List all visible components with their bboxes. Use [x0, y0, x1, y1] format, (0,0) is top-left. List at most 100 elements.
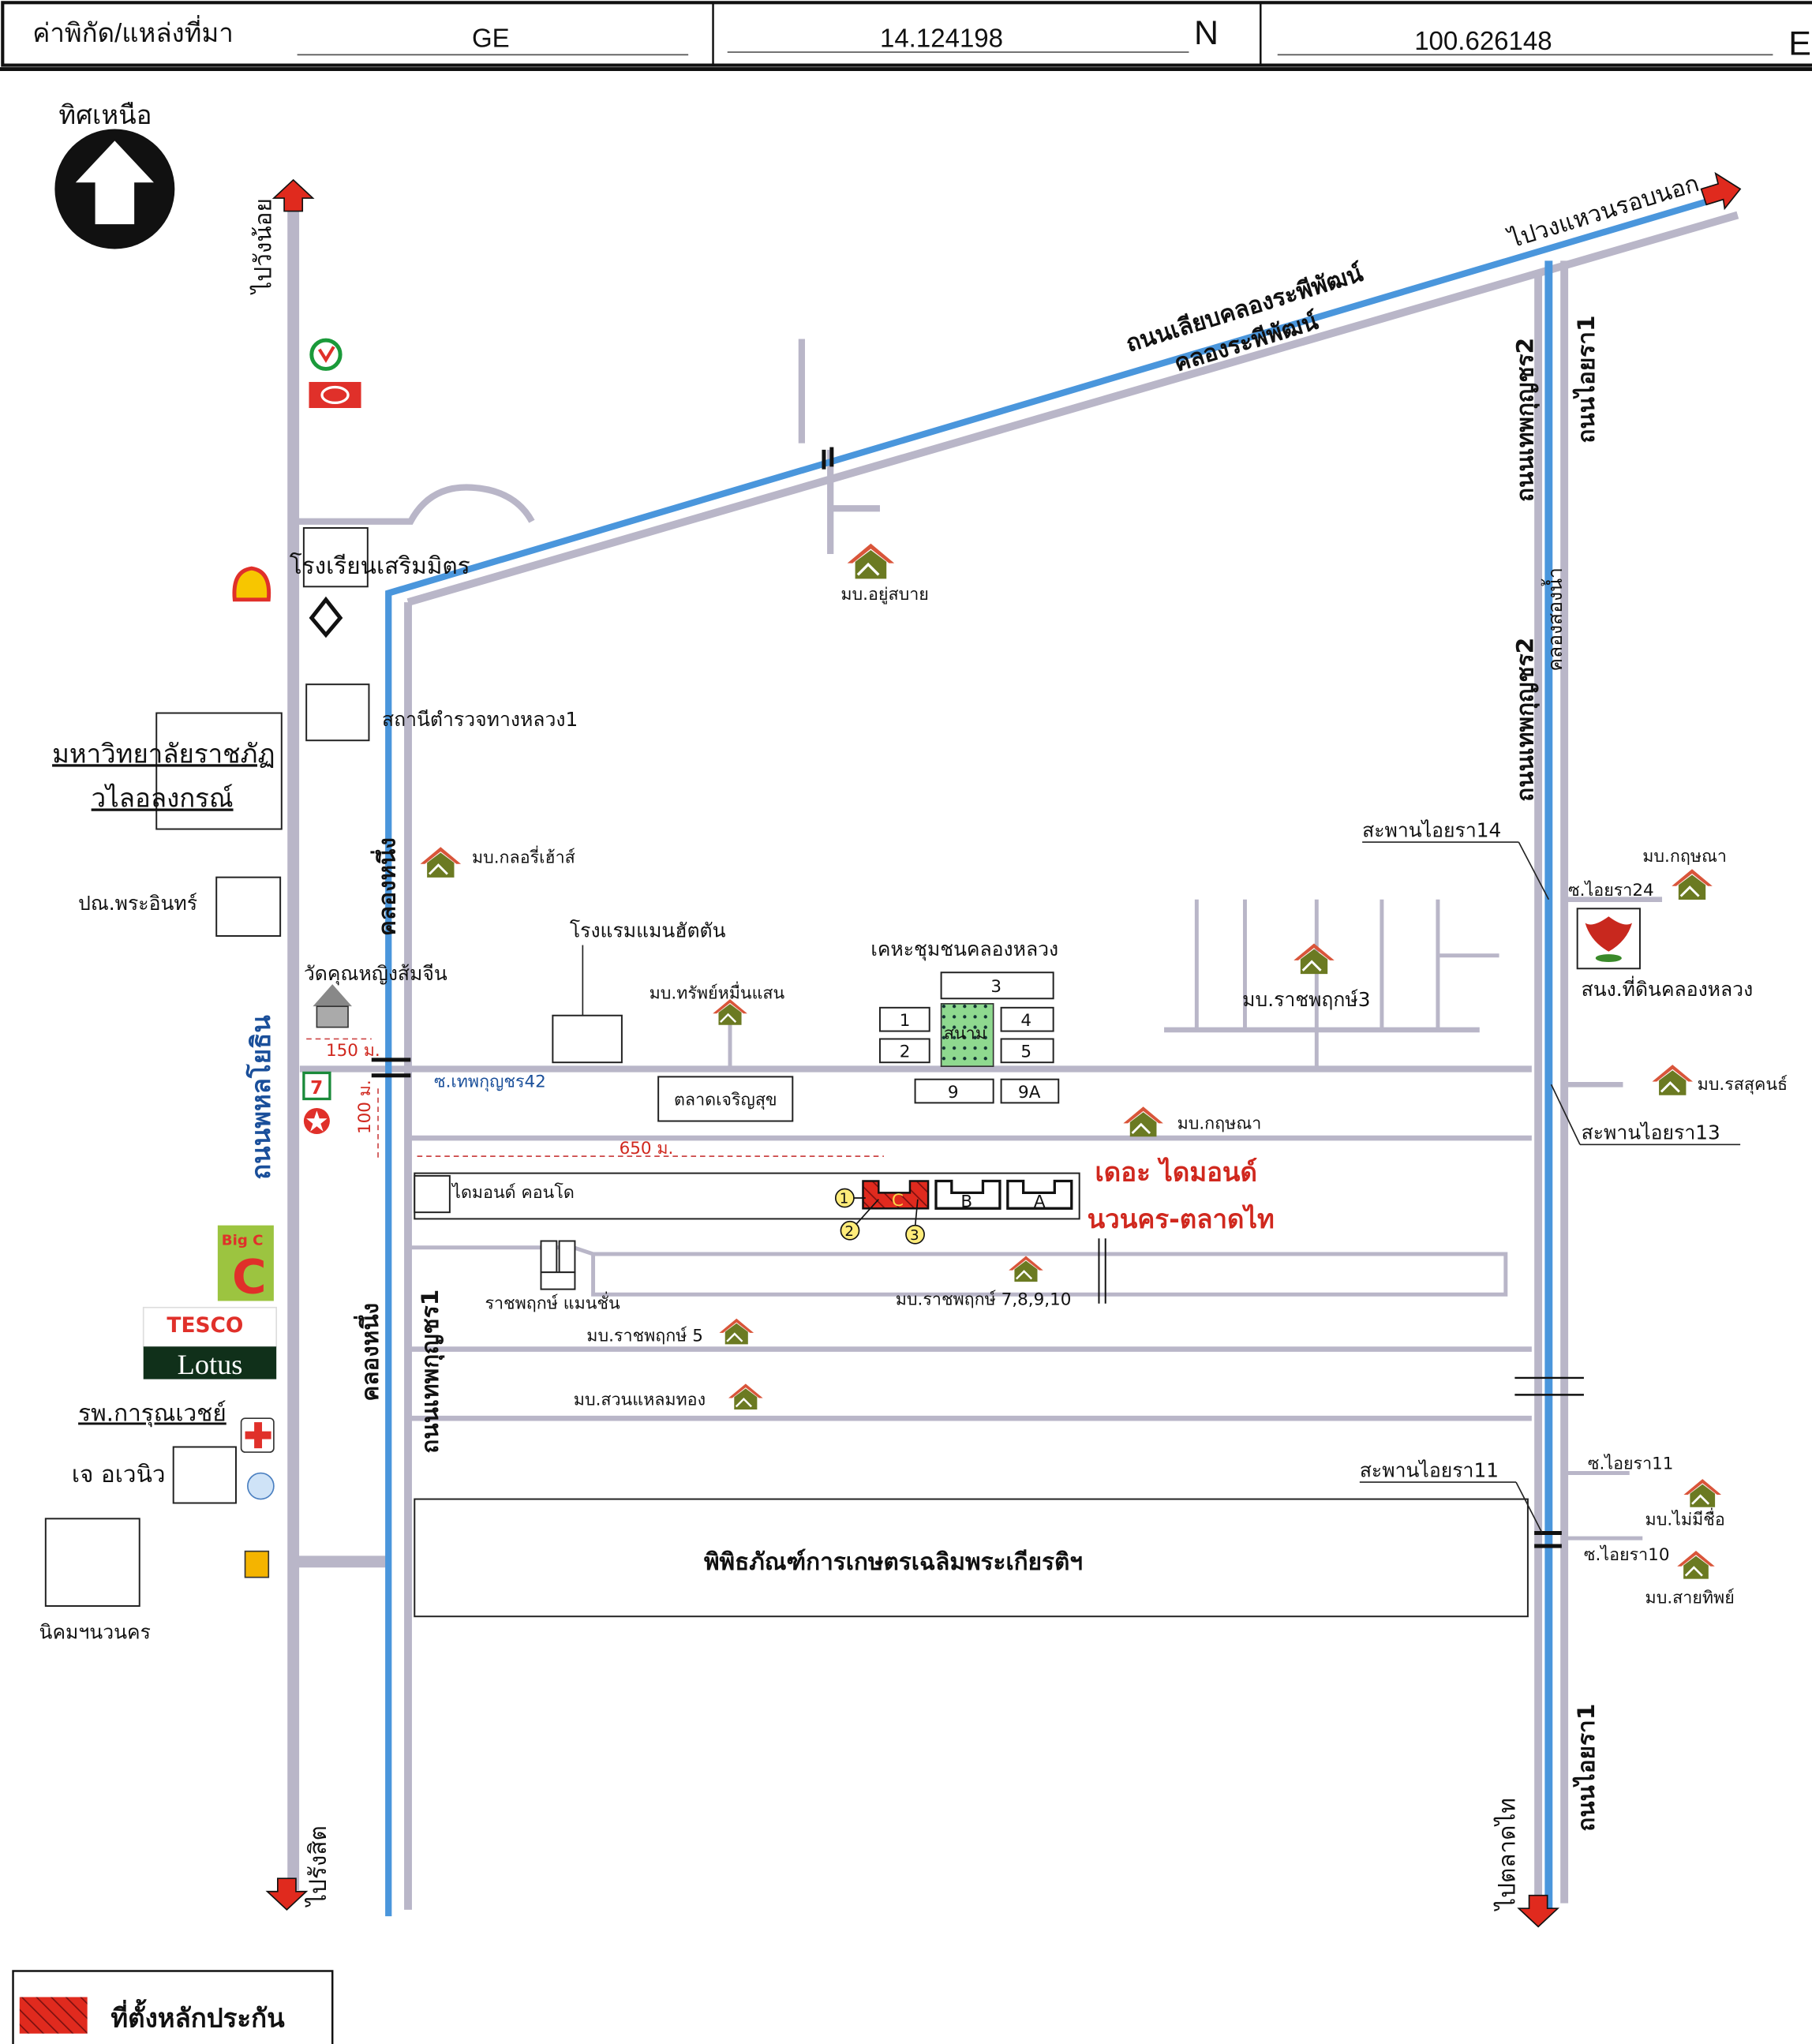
house-icon — [1670, 867, 1714, 901]
village-suanlaem: มบ.สวนแหลมทอง — [574, 1391, 706, 1410]
house-icon — [1292, 942, 1336, 975]
direction-arrows — [265, 171, 1742, 1928]
label-aiyara1-lower: ถนนไอยรา1 — [1572, 1704, 1600, 1832]
village-glory: มบ.กลอรี่เฮ้าส์ — [472, 845, 575, 867]
house-icon — [727, 1383, 764, 1411]
housing-blocks: 3 1 2 สนาม 4 5 9 9A — [878, 971, 1060, 1104]
arrow-south-icon — [265, 1877, 309, 1911]
hospital-cross-icon — [240, 1417, 275, 1453]
road-network — [287, 205, 1739, 1910]
label-temple: วัดคุณหญิงส้มจีน — [304, 962, 447, 986]
post-office-box — [215, 876, 282, 937]
hotel-box — [552, 1014, 623, 1064]
svg-text:C: C — [232, 1251, 267, 1305]
distance-150m: 150 ม. — [326, 1041, 380, 1061]
building-c-collateral — [862, 1180, 930, 1210]
house-icon — [846, 542, 896, 581]
latitude-unit: N — [1194, 14, 1219, 52]
collateral-swatch — [19, 1997, 88, 2034]
distance-100m: 100 ม. — [355, 1080, 375, 1134]
mansion-box — [540, 1240, 558, 1274]
shell-icon — [232, 566, 271, 602]
label-soi-aiyara24: ซ.ไอยรา24 — [1568, 880, 1654, 900]
marker-2: 2 — [844, 1223, 854, 1240]
village-kritsana: มบ.กฤษณา — [1177, 1114, 1262, 1133]
building-c-label: C — [892, 1191, 904, 1211]
label-thepkunchorn2-lower: ถนนเทพกุญชร2 — [1512, 638, 1540, 802]
latitude-value: 14.124198 — [880, 23, 1003, 52]
park-area — [940, 1003, 994, 1067]
longitude-value: 100.626148 — [1414, 26, 1552, 55]
village-saithip: มบ.สายทิพย์ — [1645, 1589, 1735, 1608]
longitude-unit: E — [1788, 24, 1811, 62]
label-school: โรงเรียนเสริมมิตร — [290, 552, 470, 580]
project-name-line2: นวนคร-ตลาดไท — [1088, 1204, 1275, 1234]
block-2 — [878, 1038, 930, 1064]
marker-3: 3 — [910, 1227, 919, 1244]
police-box — [305, 683, 370, 742]
bridge-marks — [371, 447, 1584, 1548]
block-5 — [1000, 1038, 1054, 1064]
label-to-talad-thai: ไปตลาดไท — [1493, 1798, 1521, 1911]
village-maimichue: มบ.ไม่มีชื่อ — [1645, 1508, 1725, 1530]
label-thepkunchorn2-upper: ถนนเทพกุญชร2 — [1512, 338, 1540, 502]
label-soi42: ซ.เทพกุญชร42 — [434, 1073, 546, 1092]
village-sapmuensaen: มบ.ทรัพย์หมื่นแสน — [650, 981, 785, 1003]
label-klong1-upper: คลองหนึ่ง — [369, 837, 401, 936]
j-avenue-box — [172, 1446, 237, 1504]
village-kritsana-right: มบ.กฤษณา — [1642, 847, 1727, 867]
block-label: 2 — [900, 1043, 911, 1062]
building-a-label: A — [1034, 1192, 1046, 1212]
coord-source: GE — [472, 23, 510, 52]
building-b — [934, 1179, 1001, 1210]
north-arrow-icon — [54, 129, 175, 249]
label-university-2: วไลอลงกรณ์ — [92, 782, 234, 813]
village-ratchaphruek5: มบ.ราชพฤกษ์ 5 — [586, 1327, 703, 1346]
tesco-lotus-logo: TESCO Lotus — [142, 1306, 278, 1380]
block-9a — [1000, 1078, 1060, 1104]
school-box — [302, 526, 369, 588]
label-housing: เคหะชุมชนคลองหลวง — [870, 938, 1058, 961]
legend-collateral-label: ที่ตั้งหลักประกัน — [110, 1999, 285, 2034]
house-icon — [419, 845, 462, 879]
building-a — [1006, 1179, 1073, 1210]
block-label: 5 — [1020, 1043, 1031, 1062]
village-yusabai: มบ.อยู่สบาย — [840, 585, 928, 605]
caltex-icon — [303, 1108, 330, 1135]
block-label: 9 — [948, 1083, 959, 1102]
coord-label: ค่าพิกัด/แหล่งที่มา — [32, 15, 233, 47]
arrow-north-icon — [271, 178, 315, 212]
bangkok-bank-icon — [309, 596, 343, 638]
bigc-logo: Big C C — [217, 1225, 274, 1305]
label-hospital: รพ.การุณเวชย์ — [78, 1399, 226, 1427]
condo-box — [414, 1174, 451, 1214]
label-museum: พิพิธภัณฑ์การเกษตรเฉลิมพระเกียรติฯ — [704, 1548, 1083, 1576]
label-thepkunchorn1: ถนนเทพกุญชร1 — [417, 1290, 444, 1454]
canal-network — [385, 192, 1728, 1917]
label-nikom: นิคมฯนวนคร — [39, 1620, 151, 1643]
label-soi-aiyara10: ซ.ไอยรา10 — [1584, 1544, 1670, 1565]
garuda-emblem-icon — [1585, 916, 1633, 963]
house-icon — [1007, 1255, 1045, 1283]
house-icon — [1650, 1063, 1694, 1097]
krungsri-bank-icon — [244, 1550, 270, 1578]
project-name-line1: เดอะ ไดมอนด์ — [1095, 1157, 1257, 1188]
label-j-avenue: เจ อเวนิว — [72, 1461, 166, 1488]
block-label: 9A — [1018, 1083, 1041, 1102]
label-soi-aiyara11: ซ.ไอยรา11 — [1588, 1454, 1674, 1474]
market-box — [657, 1076, 794, 1122]
label-phahon-road: ถนนพหลโยธิน — [245, 1015, 276, 1180]
temple-icon — [313, 984, 352, 1028]
coordinate-header: ค่าพิกัด/แหล่งที่มา GE 14.124198 N 100.6… — [0, 1, 1812, 72]
lotus-text: Lotus — [178, 1349, 243, 1380]
block-1 — [878, 1006, 930, 1032]
house-icon — [1683, 1477, 1723, 1509]
block-4 — [1000, 1006, 1054, 1032]
label-land-office: สนง.ที่ดินคลองหลวง — [1582, 975, 1754, 1001]
position-markers: 1 2 3 — [834, 1188, 925, 1245]
block-9 — [914, 1078, 994, 1104]
toyota-icon — [309, 381, 361, 409]
label-diamond-condo: ไดมอนด์ คอนโด — [451, 1182, 575, 1203]
building-b-label: B — [960, 1192, 972, 1212]
